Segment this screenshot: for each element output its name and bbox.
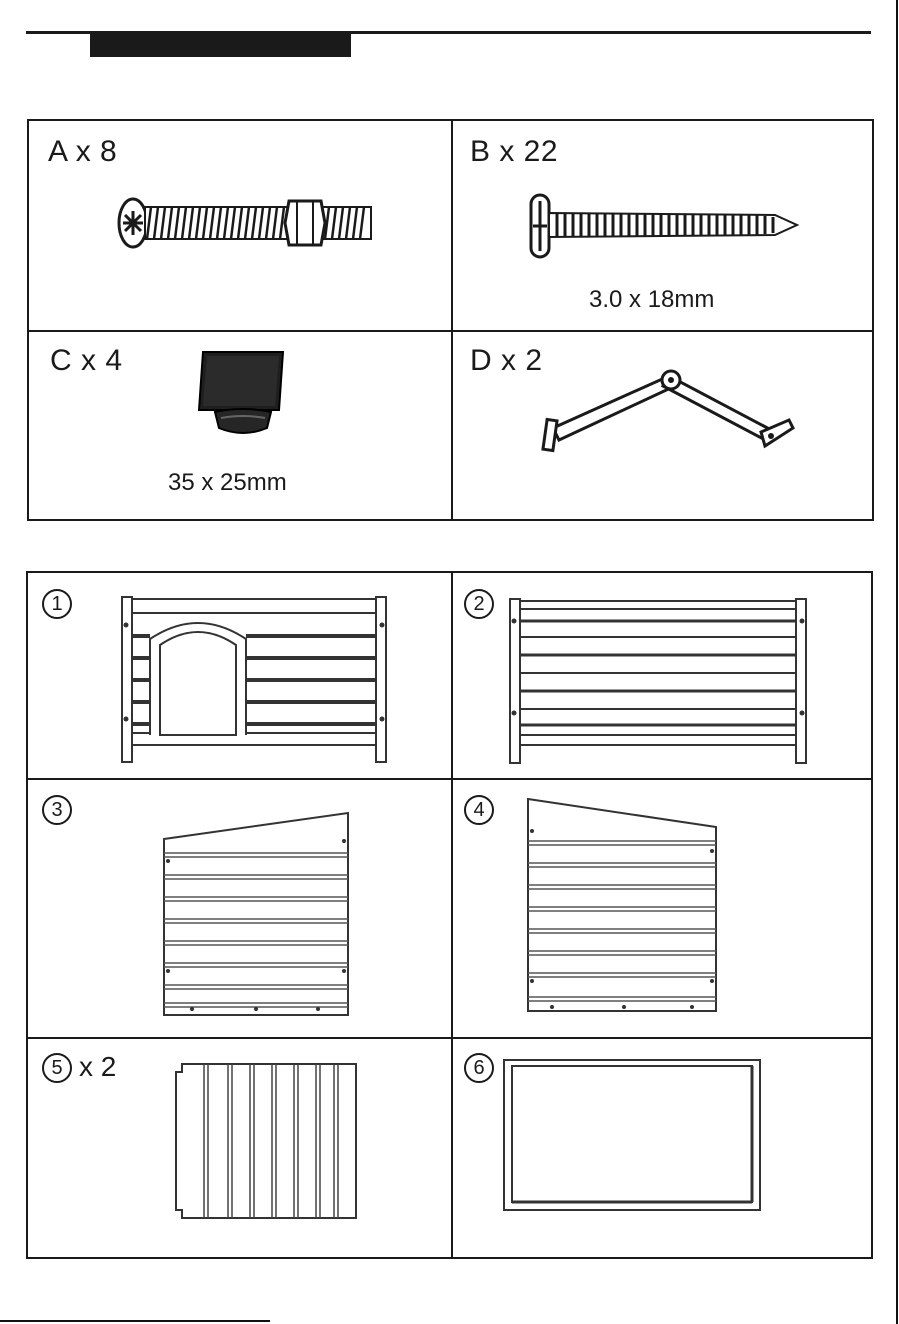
page-border-right [896, 0, 898, 1324]
panel-number-badge: 4 [464, 795, 494, 825]
hardware-size: 35 x 25mm [168, 469, 287, 497]
hardware-item-a: A x 8 [29, 121, 451, 330]
section-title-bar [90, 33, 351, 57]
hardware-label: A x 8 [48, 135, 117, 169]
panel-item-2: 2 [452, 573, 872, 777]
panel-item-1: 1 [28, 573, 451, 777]
hardware-label: B x 22 [470, 135, 558, 169]
panel-item-3: 3 [28, 779, 451, 1036]
hardware-item-b: B x 22 3.0 x 18mm [453, 121, 874, 330]
footer-rule [0, 1320, 270, 1322]
hardware-label: C x 4 [50, 344, 123, 378]
screw-icon [525, 191, 805, 261]
front-panel-with-door-icon [120, 595, 390, 765]
hardware-item-c: C x 4 35 x 25mm [29, 332, 451, 519]
right-side-panel-icon [162, 811, 352, 1021]
panel-number-badge: 3 [42, 795, 72, 825]
bolt-with-nut-icon [111, 193, 381, 253]
panel-number-badge: 6 [464, 1053, 494, 1083]
panel-quantity: x 2 [79, 1051, 116, 1083]
hardware-label: D x 2 [470, 344, 543, 378]
floor-panel-icon [502, 1058, 762, 1212]
back-panel-icon [508, 597, 808, 767]
panel-item-5: 5 x 2 [28, 1038, 451, 1257]
hardware-size: 3.0 x 18mm [589, 286, 714, 314]
panel-number-badge: 1 [42, 589, 72, 619]
hardware-item-d: D x 2 [453, 332, 874, 519]
rubber-foot-pad-icon [193, 348, 293, 438]
panel-item-4: 4 [452, 779, 872, 1036]
folding-hinge-bracket-icon [539, 362, 799, 462]
panel-number-badge: 5 [42, 1053, 72, 1083]
roof-panel-icon [174, 1062, 360, 1222]
left-side-panel-icon [524, 797, 718, 1013]
panel-number-badge: 2 [464, 589, 494, 619]
panel-item-6: 6 [452, 1038, 872, 1257]
